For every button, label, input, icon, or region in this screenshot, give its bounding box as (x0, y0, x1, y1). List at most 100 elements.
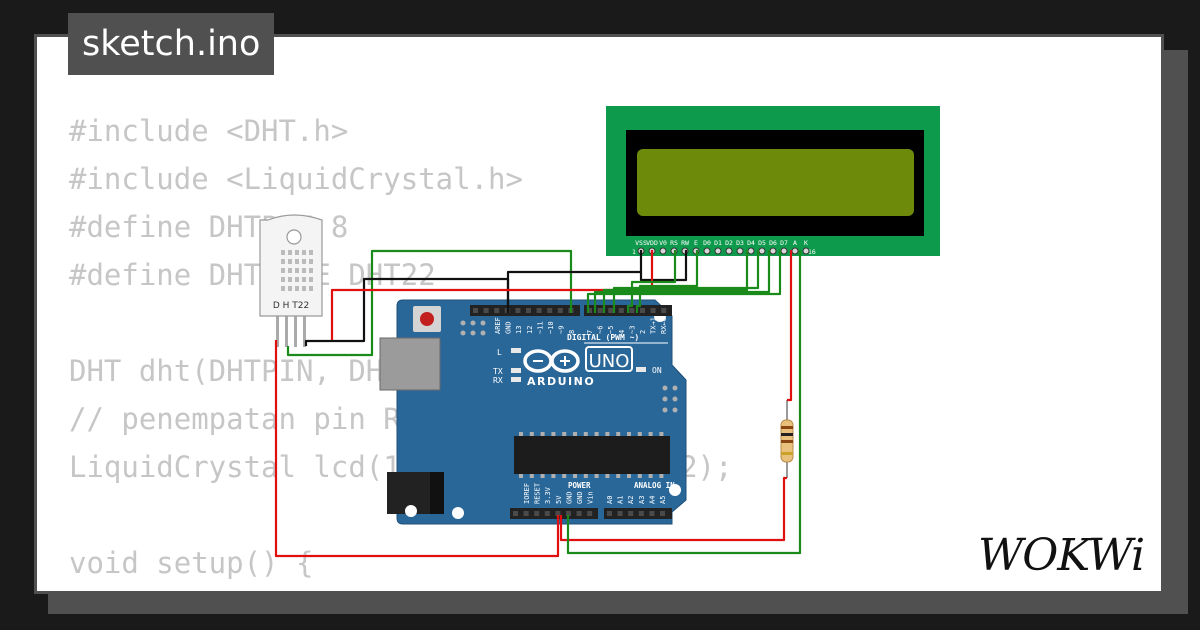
dht-vent (295, 277, 299, 282)
dht-vent (281, 286, 285, 291)
chip-pin (583, 474, 588, 478)
chip-pin (529, 474, 534, 478)
chip-pin (648, 474, 653, 478)
bottom-pin-label: Vin (587, 491, 595, 504)
bottom-pin-label: 5V (555, 495, 563, 504)
file-name-tab: sketch.ino (68, 13, 275, 75)
chip-pin (594, 474, 599, 478)
analog-in-label: ANALOG IN (634, 481, 675, 490)
dht-vent (295, 259, 299, 264)
lcd-pin (736, 247, 744, 255)
led-l-label: L (497, 348, 502, 357)
chip-pin (562, 432, 567, 436)
chip-pin (627, 432, 631, 436)
wire-lcd-gnd (506, 250, 643, 313)
top-pin-label: 13 (515, 326, 523, 334)
wires (274, 249, 802, 558)
dht-vent (295, 286, 299, 291)
header-pin (628, 511, 634, 516)
wire-lcd-d7 (586, 250, 782, 313)
header-pin (638, 511, 644, 516)
lcd-pin (802, 247, 810, 255)
chip-pin (583, 432, 588, 436)
chip-pin (519, 432, 523, 436)
file-name: sketch.ino (82, 24, 261, 64)
top-pin-label: GND (505, 321, 513, 334)
lcd-pin-label: VDD (646, 239, 658, 247)
top-pin-label: ~10 (547, 321, 555, 334)
chip-pin (529, 432, 534, 436)
lcd-pin-first: 1 (632, 248, 636, 256)
header-pin (555, 511, 561, 516)
top-pin-label: ~9 (558, 326, 566, 334)
chip-pin (540, 474, 545, 478)
dht-vent (309, 259, 313, 264)
arduino-brand: ARDUINO (527, 375, 595, 388)
dht-vent (288, 277, 292, 282)
chip-pin (637, 432, 642, 436)
dht-vent (281, 259, 285, 264)
chip-pin (637, 474, 642, 478)
uno-label: UNO (589, 351, 630, 372)
lcd-pin (659, 247, 667, 255)
wire-resistor-5v (559, 476, 787, 542)
dht-vent (302, 268, 306, 273)
dht-vent (309, 286, 313, 291)
chip-pin (540, 432, 545, 436)
dht-vent (288, 250, 292, 255)
header-pin (534, 511, 540, 516)
lcd-pin-label: VSS (635, 239, 647, 247)
top-pin-label: 12 (526, 326, 534, 334)
wire-lcd-rw (639, 250, 688, 282)
bottom-pin-label: A0 (606, 496, 614, 504)
header-pin (608, 308, 614, 313)
wire-lcd-d4 (602, 250, 749, 313)
bottom-pin-label: 3.3V (544, 486, 552, 504)
lcd-pin-label: RW (681, 239, 689, 247)
header-pin (513, 511, 518, 516)
header-pin (526, 308, 531, 313)
dht-vent (302, 286, 306, 291)
wire-dht-vcc (274, 340, 560, 558)
code-line: void setup() { (69, 546, 314, 580)
bottom-pin-label: IOREF (523, 483, 531, 504)
top-pin-label: RX←0 (660, 317, 668, 334)
bottom-pin-label: A3 (638, 496, 646, 504)
dht-vent (309, 250, 313, 255)
header-pin (660, 511, 665, 516)
lcd-pin-label: D0 (703, 239, 711, 247)
chip-pin (562, 474, 567, 478)
bottom-pin-label: A2 (627, 496, 635, 504)
arduino-infinity-icon (523, 349, 580, 373)
dht22-sensor[interactable]: D H T22 (259, 214, 323, 347)
lcd-pin-label: K (804, 239, 808, 247)
top-pin-label: 8 (568, 330, 576, 334)
lcd-pin-label: V0 (659, 239, 667, 247)
header-pin (557, 308, 563, 313)
top-pin-label: 2 (639, 330, 647, 334)
chip-pin (573, 432, 577, 436)
header-pin (661, 308, 667, 313)
header-pin (650, 308, 656, 313)
lcd-pin (769, 247, 777, 255)
dht-vent (309, 268, 313, 273)
wire-lcd-vdd (330, 250, 654, 340)
resistor[interactable] (780, 400, 794, 478)
lcd-pin (758, 247, 766, 255)
top-pin-label: ~3 (628, 326, 636, 334)
power-label: POWER (568, 481, 591, 490)
lcd-pin (703, 247, 711, 255)
lcd-pin (714, 247, 722, 255)
chip-pin (627, 474, 631, 478)
chip-pin (605, 432, 610, 436)
header-pin (640, 308, 645, 313)
wire-dht-data (286, 249, 573, 357)
chip-pin (551, 432, 556, 436)
header-pin (523, 511, 529, 516)
header-pin (483, 308, 489, 313)
top-pin-label: ~5 (607, 326, 615, 334)
bottom-pin-label: RESET (534, 482, 542, 504)
chip-pin (594, 432, 599, 436)
